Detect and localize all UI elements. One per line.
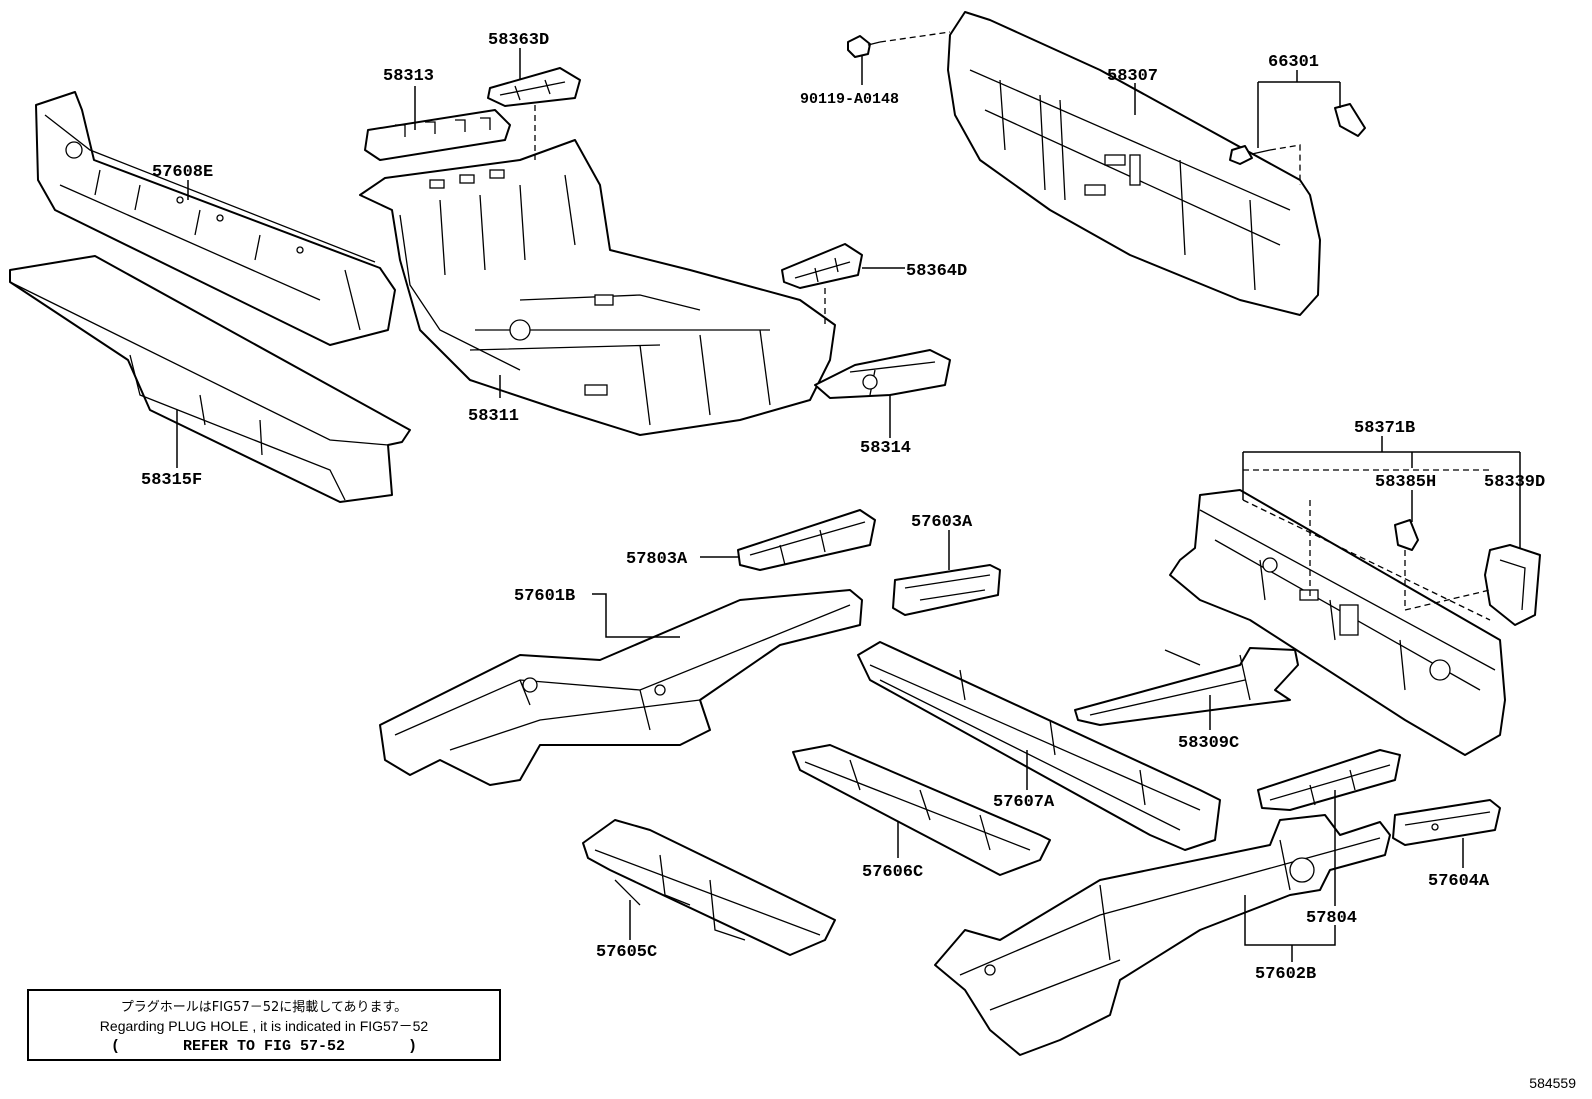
part-57605C [582, 819, 836, 956]
part-58385H [1394, 519, 1419, 551]
part-58364D [781, 243, 863, 289]
label-58339D: 58339D [1484, 473, 1545, 492]
part-57606C [792, 744, 1051, 876]
part-57607A [857, 641, 1221, 851]
label-57605C: 57605C [596, 943, 657, 962]
figure-number: 584559 [1529, 1075, 1576, 1091]
label-57601B: 57601B [514, 587, 575, 606]
label-57803A: 57803A [626, 550, 688, 569]
label-58314: 58314 [860, 439, 911, 458]
part-57603A [892, 564, 1001, 616]
label-58307: 58307 [1107, 67, 1158, 86]
label-58309C: 58309C [1178, 734, 1239, 753]
label-57606C: 57606C [862, 863, 923, 882]
part-58311 [359, 139, 836, 436]
part-58309C [1074, 647, 1299, 726]
part-58371B [1169, 489, 1506, 756]
label-57604A: 57604A [1428, 872, 1490, 891]
dashed-lines [534, 31, 1491, 621]
part-58315F [9, 255, 411, 503]
label-58371B: 58371B [1354, 419, 1415, 438]
label-57608E: 57608E [152, 163, 213, 182]
note-refer-fig: ( REFER TO FIG 57-52 ) [110, 1038, 418, 1055]
part-57803A [737, 509, 876, 571]
label-58315F: 58315F [141, 471, 202, 490]
part-labels: 57608E 58315F 58313 58363D 58311 58364D … [141, 31, 1545, 984]
label-58363D: 58363D [488, 31, 549, 50]
part-57804 [1257, 749, 1401, 811]
note-line-english: Regarding PLUG HOLE , it is indicated in… [99, 1018, 429, 1034]
part-57601B [379, 589, 863, 786]
part-57608E [35, 91, 396, 346]
label-57603A: 57603A [911, 513, 973, 532]
label-57607A: 57607A [993, 793, 1055, 812]
part-57604A [1392, 799, 1501, 846]
label-57602B: 57602B [1255, 965, 1316, 984]
part-58363D [487, 67, 581, 107]
label-90119-A0148: 90119-A0148 [800, 91, 899, 108]
label-58311: 58311 [468, 407, 519, 426]
part-90119-A0148 [847, 35, 881, 58]
part-58307 [947, 11, 1321, 316]
label-66301: 66301 [1268, 53, 1319, 72]
part-58339D [1484, 544, 1541, 626]
label-57804: 57804 [1306, 909, 1357, 928]
label-58385H: 58385H [1375, 473, 1436, 492]
label-58364D: 58364D [906, 262, 967, 281]
label-58313: 58313 [383, 67, 434, 86]
leader-lines [176, 48, 1521, 962]
part-58314 [814, 349, 951, 399]
part-57602B [934, 814, 1391, 1056]
plug-hole-note-box: プラグホールはFIG57－52に掲載してあります。 Regarding PLUG… [27, 989, 501, 1061]
note-line-japanese: プラグホールはFIG57－52に掲載してあります。 [120, 1000, 408, 1015]
part-58313 [364, 109, 511, 161]
part-66301 [1229, 103, 1366, 165]
